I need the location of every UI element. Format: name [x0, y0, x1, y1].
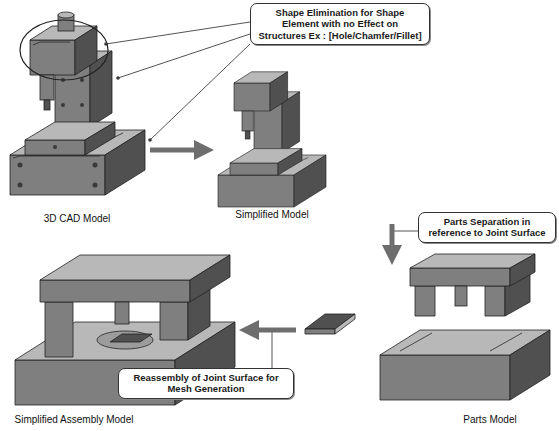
leader-dot — [148, 138, 152, 142]
cad-model-figure — [10, 12, 145, 195]
hole — [93, 183, 98, 188]
leg-front — [485, 286, 505, 316]
figure-caption: Simplified Model — [233, 209, 310, 221]
hole — [18, 183, 23, 188]
flow-arrow — [257, 328, 296, 333]
beam-front — [40, 280, 190, 302]
hole — [80, 103, 84, 107]
model-figure: Parts Model — [296, 256, 557, 429]
rail — [490, 333, 522, 351]
motor-top — [58, 12, 74, 18]
hole — [61, 103, 65, 107]
model-figure: 3D CAD Model — [4, 20, 150, 228]
hole — [80, 78, 84, 82]
figure-caption: 3D CAD Model — [42, 213, 113, 225]
highlight-ring — [20, 20, 108, 80]
callout-text: Parts Separation in reference to Joint S… — [425, 216, 549, 239]
plate-front — [305, 329, 335, 334]
plate — [110, 334, 152, 342]
figure-caption: Simplified Assembly Model — [13, 414, 136, 426]
hole — [93, 163, 98, 168]
leader-lines — [104, 22, 250, 142]
callout-box: Reassembly of Joint Surface for Mesh Gen… — [118, 368, 294, 399]
beam-front — [410, 268, 510, 286]
beam-side — [190, 255, 230, 302]
round-table — [97, 331, 153, 349]
leader-dot — [116, 76, 120, 80]
hole — [53, 145, 57, 149]
hole — [18, 163, 23, 168]
model-figure: Simplified Model — [205, 58, 400, 224]
beam-side — [510, 254, 535, 286]
leg-front — [160, 302, 188, 340]
flow-arrow — [150, 148, 196, 153]
leader-line — [106, 22, 250, 44]
callout-box: Shape Elimination for Shape Element with… — [250, 3, 430, 45]
machine-body — [218, 72, 326, 207]
fillet — [13, 156, 100, 158]
callout-text: Shape Elimination for Shape Element with… — [257, 7, 423, 41]
leader-dot — [104, 42, 108, 46]
figure-caption: Parts Model — [461, 414, 518, 426]
simplified-model-figure — [218, 72, 326, 207]
model-figure: Simplified Assembly Model — [2, 252, 248, 429]
leader-line — [118, 34, 250, 78]
callout-text: Reassembly of Joint Surface for Mesh Gen… — [125, 372, 287, 395]
leg-front — [45, 302, 73, 357]
spindle — [115, 302, 129, 324]
leader-line — [272, 330, 273, 368]
base-front — [380, 355, 510, 400]
leg-front — [415, 286, 435, 316]
base-side — [510, 330, 550, 400]
flow-arrow — [390, 224, 395, 247]
chamfer — [33, 42, 70, 45]
plate-side — [335, 314, 355, 334]
callout-box: Parts Separation in reference to Joint S… — [418, 212, 556, 243]
leader-line — [392, 231, 418, 232]
spindle — [455, 286, 467, 306]
machine-body — [10, 26, 145, 195]
rail — [400, 333, 432, 351]
parts-model-figure — [305, 254, 550, 400]
